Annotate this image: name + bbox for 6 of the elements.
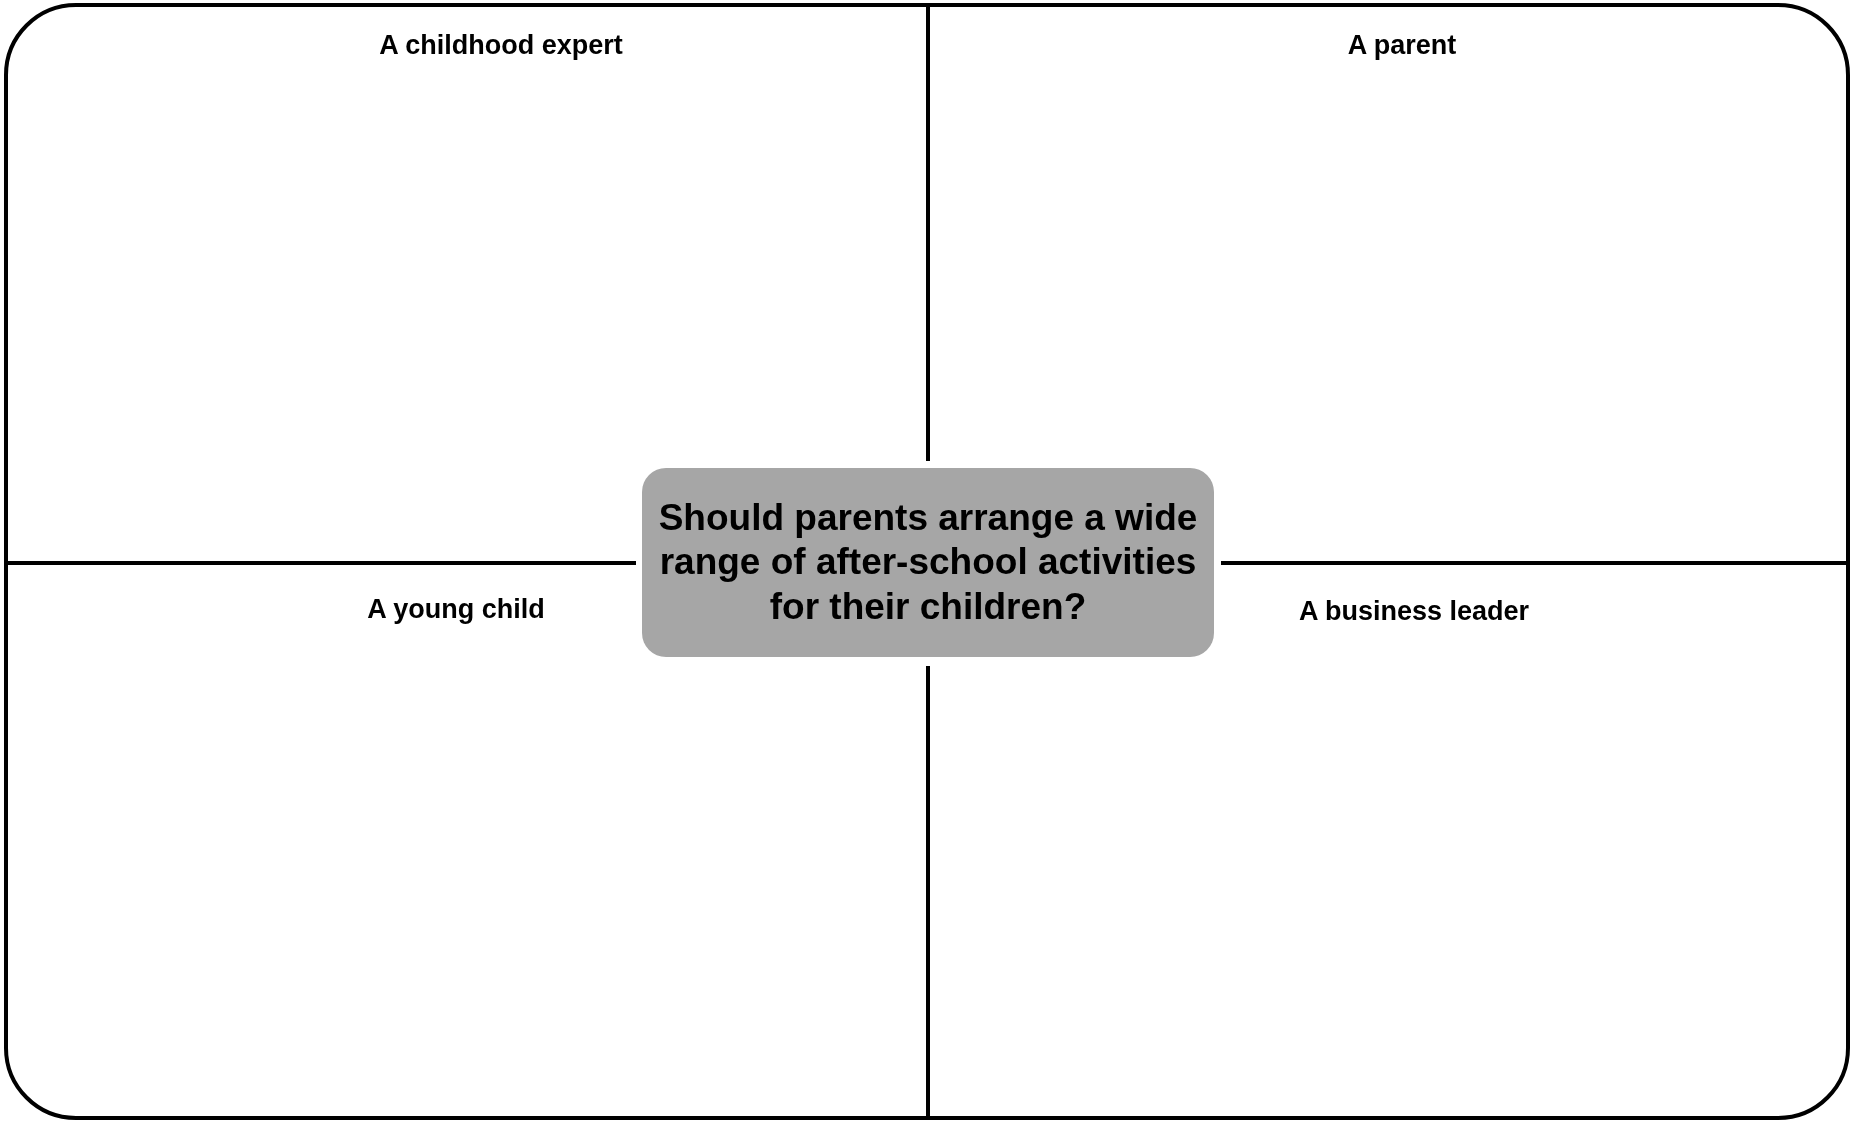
quadrant-heading: A parent: [1347, 31, 1457, 59]
question-box: [642, 468, 1214, 657]
quadrant-heading: A childhood expert: [379, 31, 623, 59]
quadrant-heading: A business leader: [1298, 597, 1530, 625]
quadrant-heading: A young child: [367, 595, 545, 623]
question-text: Should parents arrange a wide range of after-school activities for their children?: [657, 495, 1199, 629]
